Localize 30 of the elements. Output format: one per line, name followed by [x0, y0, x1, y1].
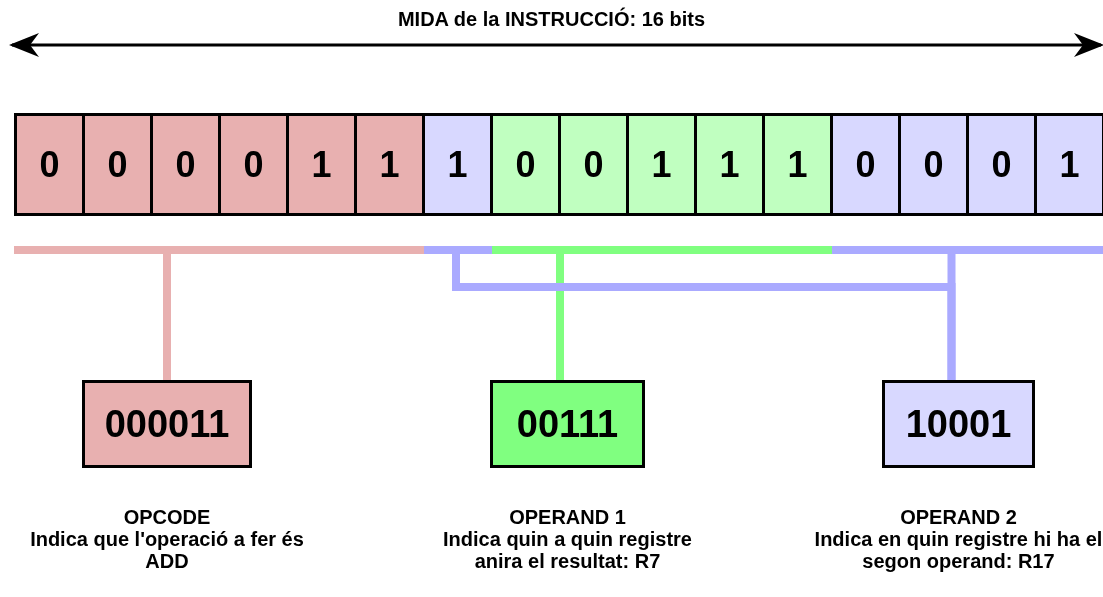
bit-cell: 1: [626, 113, 697, 216]
bit-cell: 0: [966, 113, 1037, 216]
field-value-box: 10001: [882, 380, 1035, 468]
field-value-box: 000011: [82, 380, 252, 468]
bit-cell: 0: [218, 113, 289, 216]
bit-cell: 0: [830, 113, 901, 216]
bit-cell: 1: [422, 113, 493, 216]
bit-cell: 1: [354, 113, 425, 216]
bit-cell: 1: [286, 113, 357, 216]
bit-cell: 0: [14, 113, 85, 216]
bit-cell: 0: [898, 113, 969, 216]
bit-cell: 0: [558, 113, 629, 216]
bracket-bar: [832, 246, 1103, 254]
bit-cell: 0: [490, 113, 561, 216]
bit-cell: 0: [82, 113, 153, 216]
field-description: Indica quin a quin registre anira el resultat: R7: [442, 528, 693, 572]
title: MIDA de la INSTRUCCIÓ: 16 bits: [396, 8, 707, 31]
field-name: OPERAND 2: [899, 506, 1018, 528]
field-name: OPCODE: [122, 506, 212, 528]
bracket-bar: [14, 246, 424, 254]
field-value-box: 00111: [490, 380, 645, 468]
bit-cell: 1: [694, 113, 765, 216]
field-description: Indica que l'operació a fer és ADD: [29, 528, 305, 572]
field-name: OPERAND 1: [508, 506, 627, 528]
bit-cell: 1: [1034, 113, 1103, 216]
bracket-bar: [424, 246, 492, 254]
bit-cell: 0: [150, 113, 221, 216]
bracket-bar: [492, 246, 832, 254]
bit-cell: 1: [762, 113, 833, 216]
field-description: Indica en quin registre hi ha el segon operand: R17: [813, 528, 1103, 572]
